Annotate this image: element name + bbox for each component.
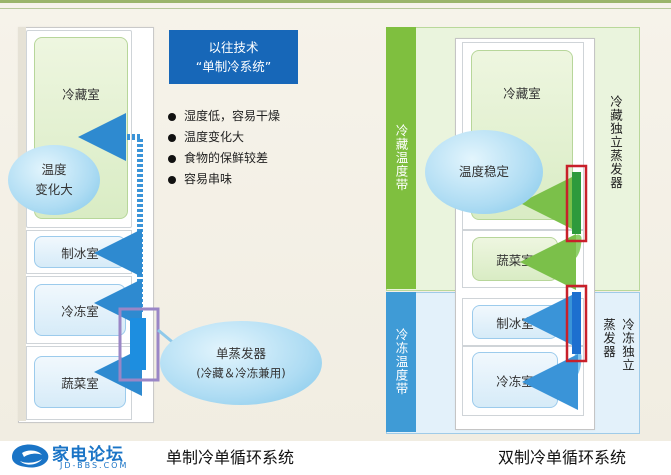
right-system-caption: 双制冷单循环系统 xyxy=(498,448,627,467)
freezer-evaporator-label-col1: 冷冻独立 xyxy=(620,318,635,372)
airflow-arrows xyxy=(78,113,143,396)
single-evaporator-bubble: 单蒸发器 (冷藏＆冷冻兼用) xyxy=(160,321,322,405)
left-fridge-room-label: 冷藏室 xyxy=(62,87,100,102)
drawback-item: 容易串味 xyxy=(168,169,280,190)
bullet-dot-icon xyxy=(168,133,176,142)
bullet-dot-icon xyxy=(168,112,176,121)
left-single-evaporator-frame xyxy=(118,307,160,382)
forum-logo-name: 家电论坛 xyxy=(52,445,124,465)
left-bubble-line1: 温度 xyxy=(41,162,67,177)
left-ice-room-label: 制冰室 xyxy=(61,245,99,261)
freezer-evaporator xyxy=(572,292,581,354)
right-temperature-bubble: 温度稳定 xyxy=(425,130,543,214)
freezer-temp-band-label: 冷冻温度带 xyxy=(393,328,409,396)
drawback-text: 温度变化大 xyxy=(184,130,245,144)
fridge-evaporator xyxy=(572,172,581,234)
drawback-text: 食物的保鲜较差 xyxy=(184,151,269,165)
left-bubble-line2: 变化大 xyxy=(35,182,73,197)
right-fridge-room-label: 冷藏室 xyxy=(503,86,541,101)
left-vegetable-room-label: 蔬菜室 xyxy=(61,375,99,391)
drawback-list: 湿度低，容易干燥 温度变化大 食物的保鲜较差 容易串味 xyxy=(168,106,280,190)
old-tech-title-line2: “单制冷系统” xyxy=(195,59,272,74)
left-temperature-bubble: 温度 变化大 xyxy=(8,145,100,215)
freezer-evaporator-label-col2: 蒸发器 xyxy=(601,318,616,359)
old-tech-title-box: 以往技术 “单制冷系统” xyxy=(169,30,298,84)
left-single-evaporator xyxy=(130,318,146,370)
forum-logo-url: JD-BBS.COM xyxy=(60,461,129,470)
left-freezer-room-label: 冷冻室 xyxy=(61,303,99,319)
bullet-dot-icon xyxy=(168,175,176,184)
fridge-evaporator-frame xyxy=(565,164,588,243)
drawback-item: 食物的保鲜较差 xyxy=(168,148,280,169)
top-divider xyxy=(0,8,671,9)
left-airflow-diagram xyxy=(78,113,177,396)
evaporator-bubble-line1: 单蒸发器 xyxy=(215,345,266,361)
freezer-evaporator-frame xyxy=(565,284,588,363)
right-bubble-label: 温度稳定 xyxy=(458,164,509,179)
forum-logo-icon xyxy=(12,444,49,468)
right-airflow-diagram xyxy=(520,164,588,410)
drawback-item: 温度变化大 xyxy=(168,127,280,148)
fridge-airflow-arrows xyxy=(520,175,582,290)
left-fridge-shadow xyxy=(18,27,26,421)
drawback-text: 容易串味 xyxy=(184,172,233,186)
fridge-temp-band-label: 冷藏温度带 xyxy=(393,124,409,192)
fridge-temp-band: 冷藏温度带 xyxy=(386,27,416,289)
drawback-text: 湿度低，容易干燥 xyxy=(184,109,281,123)
old-tech-title-line1: 以往技术 xyxy=(208,39,259,55)
bullet-dot-icon xyxy=(168,154,176,163)
evaporator-bubble-line2: (冷藏＆冷冻兼用) xyxy=(196,365,286,380)
freezer-temp-band: 冷冻温度带 xyxy=(386,292,416,432)
drawback-item: 湿度低，容易干燥 xyxy=(168,106,280,127)
fridge-evaporator-label: 冷藏独立蒸发器 xyxy=(608,95,623,190)
left-system-caption: 单制冷单循环系统 xyxy=(166,448,295,467)
